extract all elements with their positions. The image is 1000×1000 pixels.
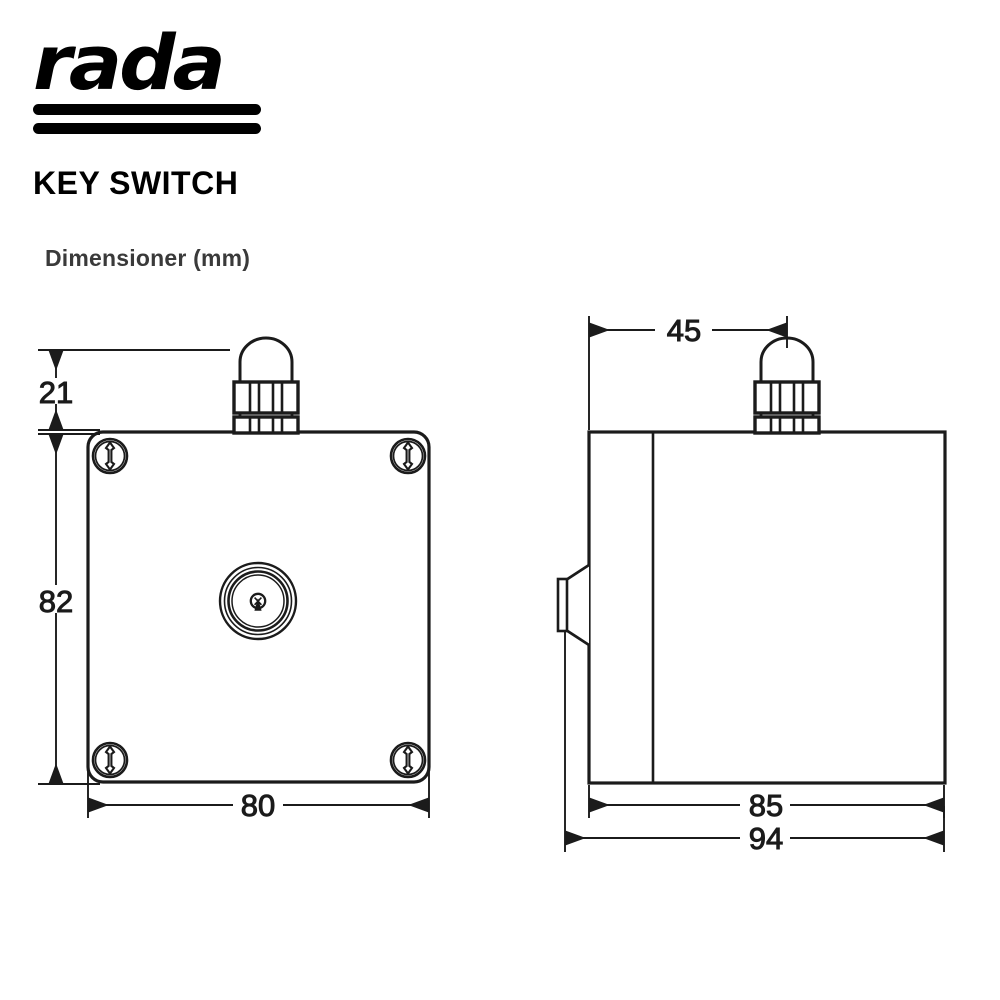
- brand-bar-lower: [33, 122, 261, 134]
- dim-label-85: 85: [749, 788, 783, 823]
- brand-underline-bars: [33, 103, 261, 134]
- corner-screw-bottom-left: [91, 741, 129, 779]
- dim-label-82: 82: [39, 584, 73, 619]
- dim-label-45: 45: [667, 313, 701, 348]
- dimension-45: 45: [588, 313, 788, 430]
- key-lock-protrusion: [556, 563, 590, 647]
- corner-screw-bottom-right: [389, 741, 427, 779]
- gland-base-flange: [232, 415, 300, 435]
- front-view-group: 21 82 80: [38, 336, 431, 824]
- key-lock-barrel: [218, 561, 298, 641]
- gland-base-flange: [753, 415, 821, 435]
- protrusion-cap: [556, 577, 569, 633]
- dim-label-21: 21: [39, 375, 73, 410]
- side-view-group: 45 85 94: [556, 313, 947, 857]
- dim-label-80: 80: [241, 788, 275, 823]
- dimension-85: 85: [588, 785, 945, 824]
- gland-body: [232, 380, 300, 415]
- dimension-82: 82: [38, 433, 100, 785]
- keyhole-tip: [254, 598, 262, 611]
- brand-wordmark: rada: [33, 18, 226, 107]
- side-enclosure-outline: [587, 430, 947, 785]
- dimension-94: 94: [564, 632, 945, 857]
- brand-logo: rada: [33, 25, 333, 134]
- dim-label-94: 94: [749, 821, 783, 856]
- section-heading: Dimensioner (mm): [45, 245, 251, 271]
- cable-gland-side: [753, 336, 821, 435]
- dimension-21: 21: [38, 349, 230, 431]
- corner-screw-top-right: [389, 437, 427, 475]
- protrusion-taper: [564, 563, 590, 647]
- gland-body: [753, 380, 821, 415]
- gland-dome-cap: [238, 336, 294, 385]
- page-title: KEY SWITCH: [33, 165, 239, 201]
- brand-bar-upper: [33, 103, 261, 115]
- cable-gland-front: [232, 336, 300, 435]
- corner-screw-top-left: [91, 437, 129, 475]
- dimension-80: 80: [87, 770, 430, 824]
